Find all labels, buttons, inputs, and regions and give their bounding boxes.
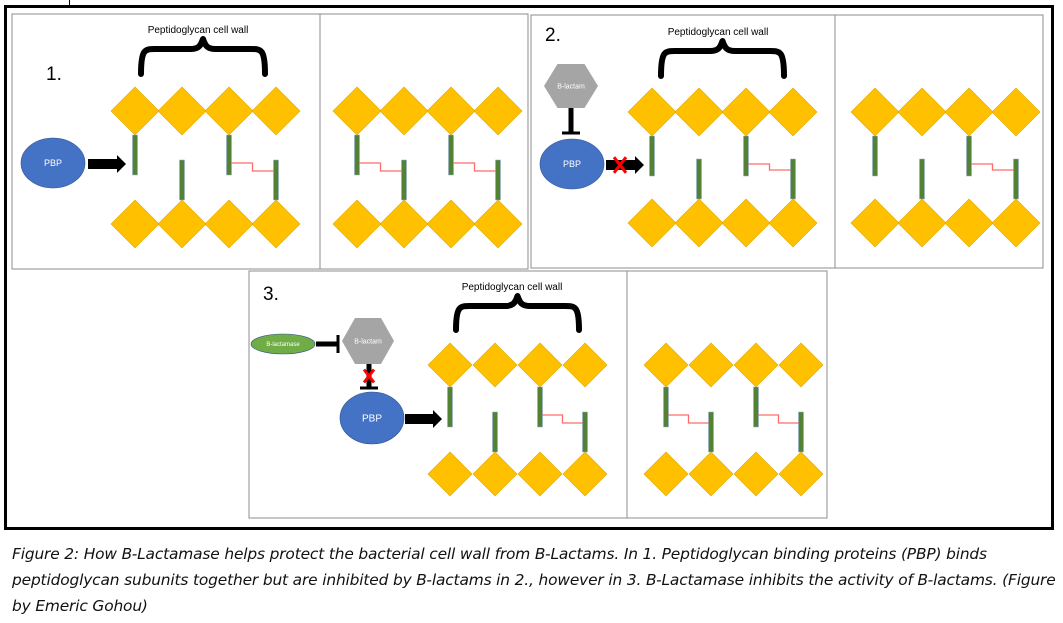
nag-nam-subunit [562, 451, 608, 497]
nag-nam-subunit [472, 342, 518, 388]
nag-nam-subunit [991, 198, 1041, 248]
panel-3-number: 3. [263, 284, 279, 305]
nag-nam-subunit [944, 198, 994, 248]
peptide-crosslink [231, 162, 274, 172]
nag-nam-subunit [110, 199, 160, 249]
peptide-chain [708, 411, 714, 453]
nag-nam-subunit [688, 451, 734, 497]
panel-1-number: 1. [46, 64, 62, 85]
arrow-icon [88, 155, 126, 173]
peptide-chain [798, 411, 804, 453]
panel-3-heading: Peptidoglycan cell wall [462, 282, 563, 293]
b-lactam-molecule [342, 318, 394, 364]
panel-2-heading: Peptidoglycan cell wall [668, 27, 769, 38]
block-x-icon [612, 156, 628, 174]
peptide-chain [872, 135, 878, 177]
nag-nam-subunit [733, 451, 779, 497]
peptide-chain [179, 159, 185, 201]
peptide-chain [790, 158, 796, 200]
peptide-chain [582, 411, 588, 453]
nag-nam-subunit [473, 86, 523, 136]
nag-nam-subunit [674, 87, 724, 137]
peptide-chain [1013, 158, 1019, 200]
nag-nam-subunit [251, 86, 301, 136]
nag-nam-subunit [157, 86, 207, 136]
peptide-chain [495, 159, 501, 201]
peptide-chain [966, 135, 972, 177]
nag-nam-subunit [204, 199, 254, 249]
pbp-enzyme-label: PBP [362, 414, 382, 425]
peptide-crosslink [748, 163, 791, 171]
peptide-crosslink [971, 163, 1014, 171]
peptide-chain [919, 158, 925, 200]
peptide-chain [753, 386, 759, 428]
brace-icon [138, 36, 268, 77]
pbp-enzyme [20, 137, 86, 189]
nag-nam-subunit [991, 87, 1041, 137]
b-lactam-molecule [544, 64, 598, 108]
brace-icon [453, 293, 582, 333]
peptide-chain [132, 134, 138, 176]
peptide-crosslink [668, 414, 709, 424]
peptide-chain [447, 386, 453, 428]
arrow-icon [405, 410, 442, 428]
peptidoglycan-diagram: 1. Peptidoglycan cell wall 2. Peptidogly… [11, 13, 1044, 519]
b-lactam-molecule-label: B-lactam [354, 339, 382, 346]
panel-1-heading: Peptidoglycan cell wall [148, 25, 249, 36]
peptide-chain [663, 386, 669, 428]
peptide-chain [448, 134, 454, 176]
peptide-chain [696, 158, 702, 200]
nag-nam-subunit [721, 198, 771, 248]
nag-nam-subunit [379, 199, 429, 249]
nag-nam-subunit [674, 198, 724, 248]
nag-nam-subunit [643, 451, 689, 497]
pbp-enzyme [339, 391, 405, 445]
peptide-chain [226, 134, 232, 176]
nag-nam-subunit [517, 451, 563, 497]
figure-frame [4, 5, 1054, 530]
nag-nam-subunit [379, 86, 429, 136]
peptide-chain [401, 159, 407, 201]
nag-nam-subunit [768, 87, 818, 137]
nag-nam-subunit [768, 198, 818, 248]
nag-nam-subunit [897, 87, 947, 137]
peptide-crosslink [453, 162, 496, 172]
frame-tick-mark [69, 0, 70, 5]
panel-2-number: 2. [545, 25, 561, 46]
nag-nam-subunit [332, 199, 382, 249]
peptide-chain [354, 134, 360, 176]
b-lactamase-enzyme-label: B-lactamase [266, 342, 300, 348]
peptide-chain [743, 135, 749, 177]
peptide-chain [537, 386, 543, 428]
peptide-chain [492, 411, 498, 453]
pbp-enzyme-label: PBP [563, 159, 581, 169]
brace-icon [658, 38, 787, 79]
figure-caption: Figure 2: How B-Lactamase helps protect … [12, 545, 1056, 615]
nag-nam-subunit [778, 342, 824, 388]
nag-nam-subunit [850, 198, 900, 248]
nag-nam-subunit [562, 342, 608, 388]
block-x-icon [362, 368, 376, 384]
nag-nam-subunit [157, 199, 207, 249]
nag-nam-subunit [427, 451, 473, 497]
nag-nam-subunit [472, 451, 518, 497]
peptide-crosslink [542, 414, 583, 424]
peptide-crosslink [359, 162, 402, 172]
nag-nam-subunit [688, 342, 734, 388]
peptide-chain [649, 135, 655, 177]
nag-nam-subunit [627, 198, 677, 248]
nag-nam-subunit [778, 451, 824, 497]
nag-nam-subunit [251, 199, 301, 249]
pbp-enzyme [539, 138, 605, 190]
b-lactamase-enzyme [250, 333, 316, 355]
nag-nam-subunit [426, 199, 476, 249]
peptide-crosslink [758, 414, 799, 424]
peptide-chain [273, 159, 279, 201]
pbp-enzyme-label: PBP [44, 158, 62, 168]
nag-nam-subunit [473, 199, 523, 249]
b-lactam-molecule-label: B-lactam [557, 84, 585, 91]
nag-nam-subunit [897, 198, 947, 248]
